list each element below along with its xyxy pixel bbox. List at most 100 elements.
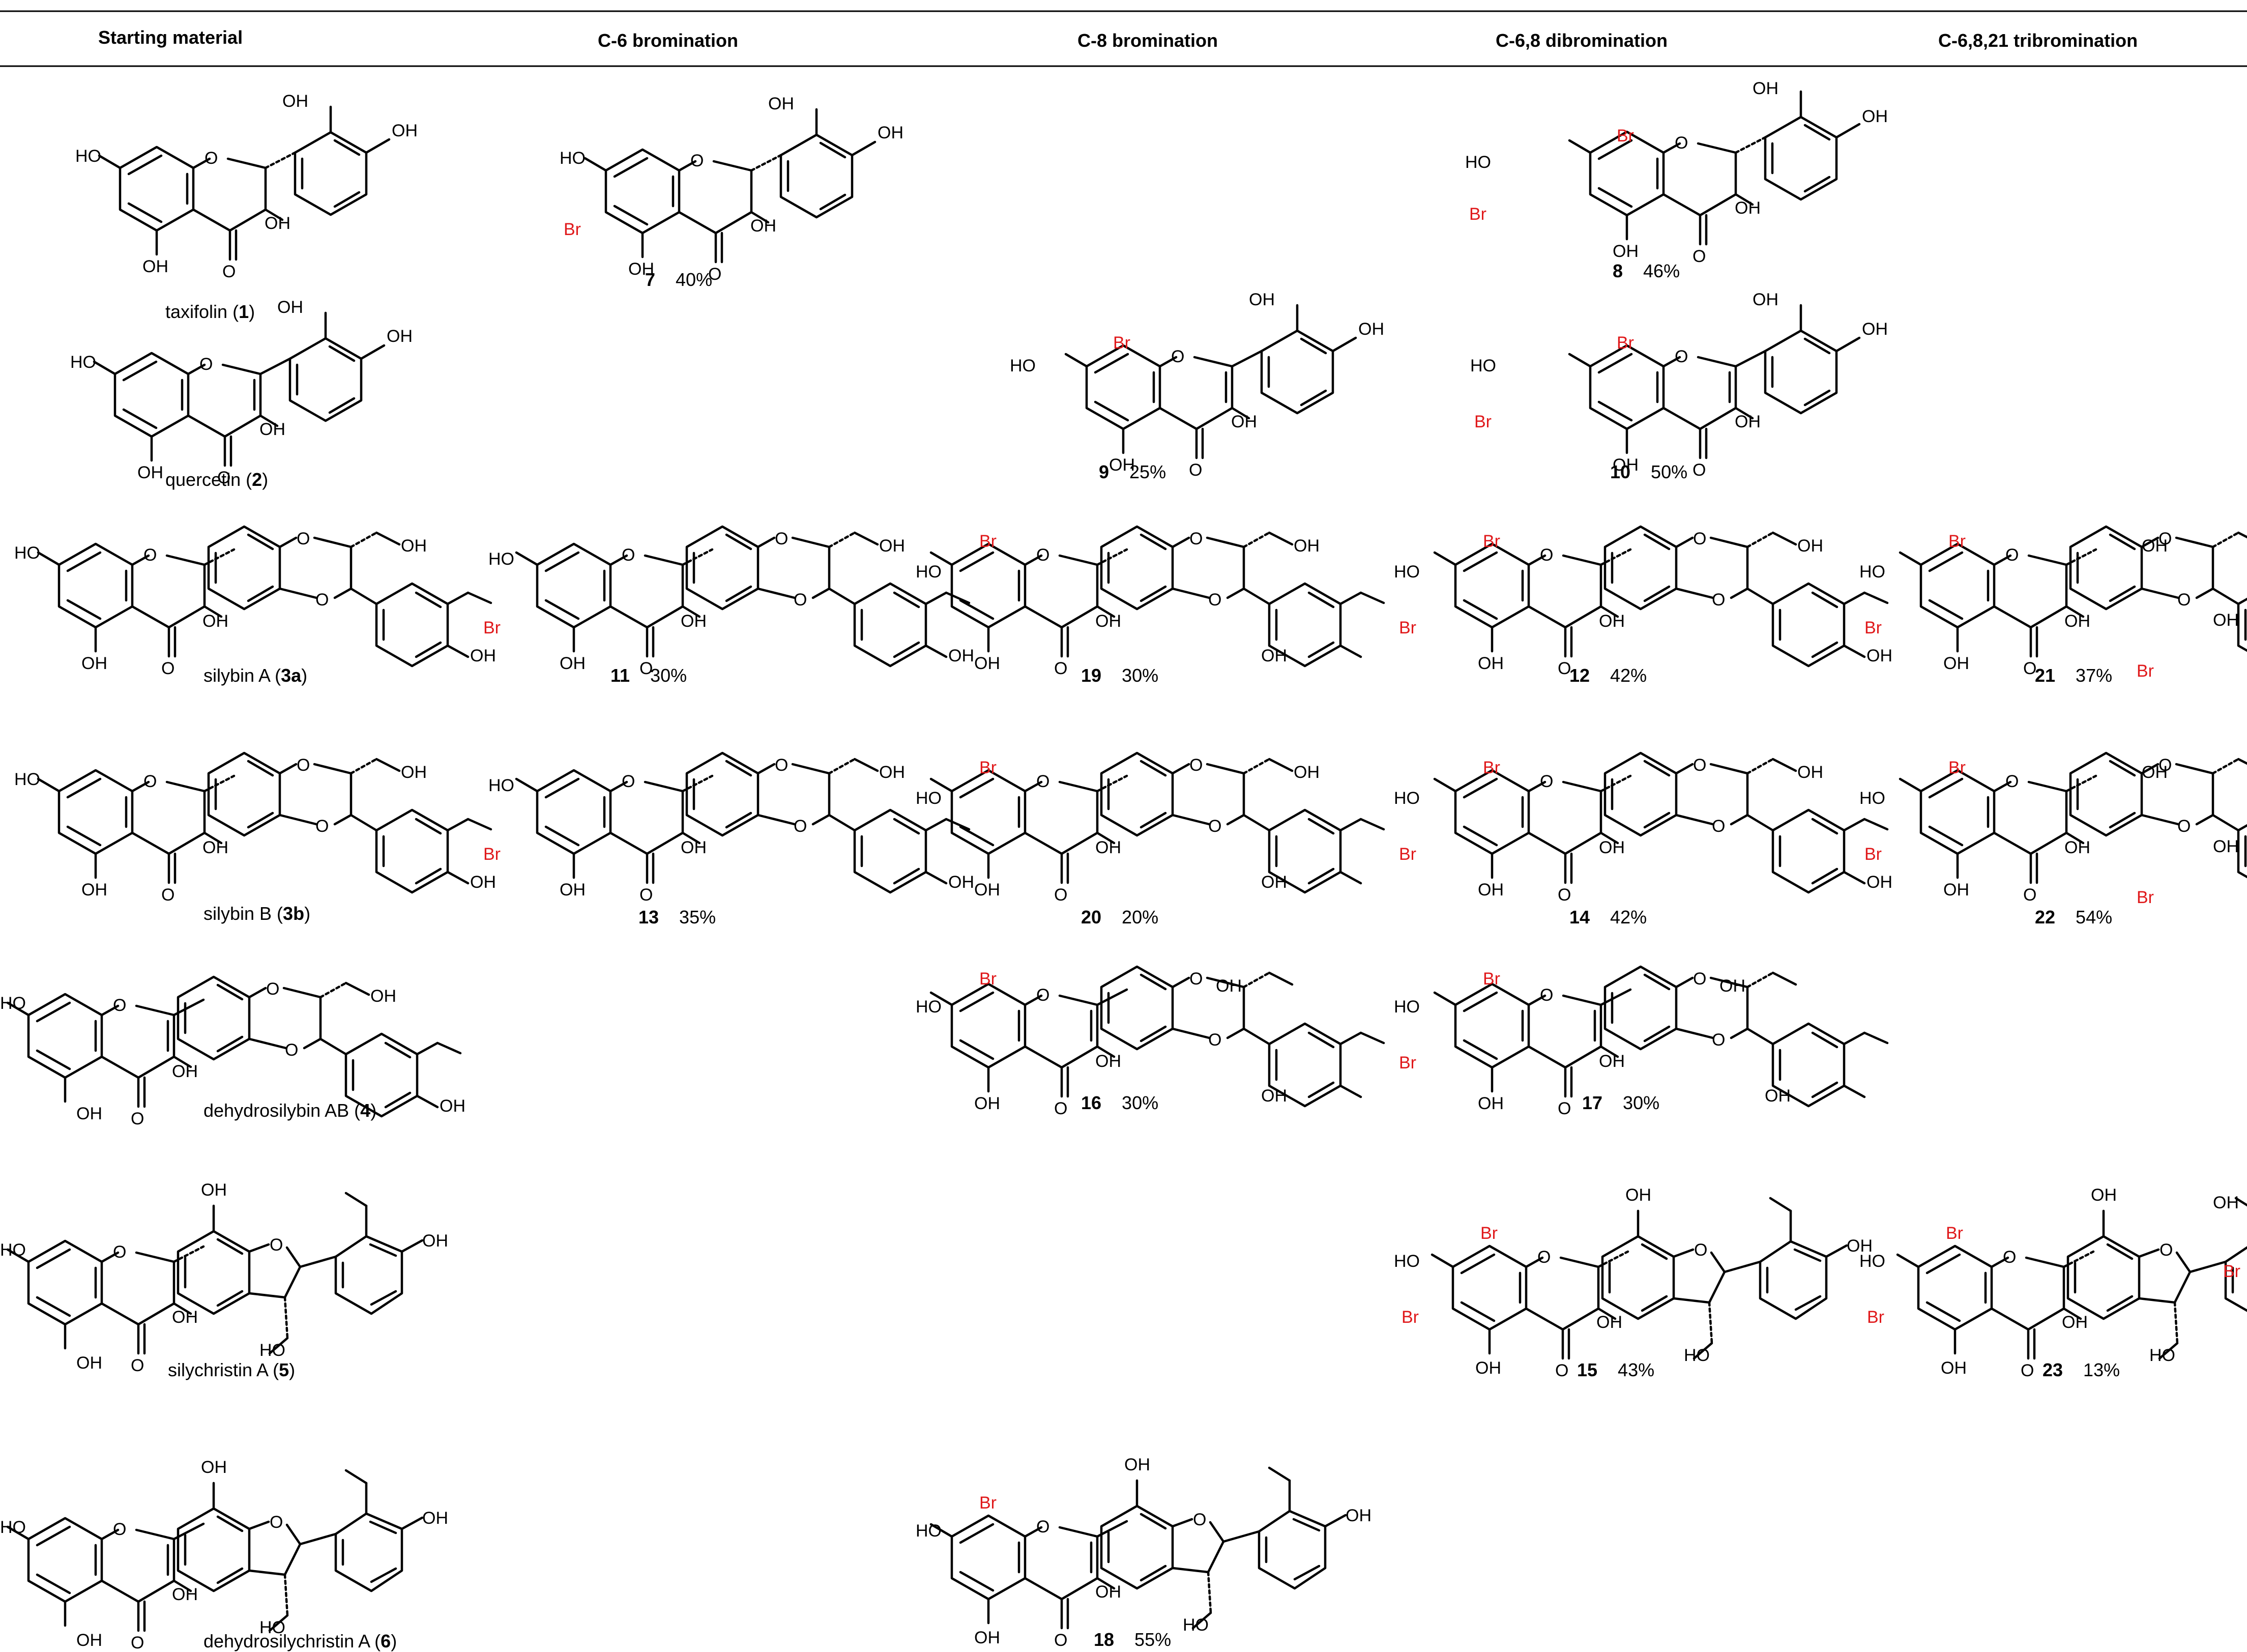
atom-ho: HO — [488, 549, 514, 569]
atom-oh: OH — [1124, 1455, 1150, 1474]
atom-ho: HO — [14, 770, 40, 789]
atom-ho: HO — [1394, 997, 1420, 1017]
structure-quercetin: OH OH HO O OH O OH — [70, 298, 413, 487]
start-label: quercetin (2) — [165, 469, 268, 490]
structure-taxifolin: OH OH HO O OH O OH — [75, 92, 418, 281]
atom-oh: OH — [681, 838, 707, 857]
atom-oh: OH — [392, 121, 418, 140]
atom-ho: HO — [1465, 153, 1491, 172]
atom-ho: HO — [14, 543, 40, 563]
atom-oh: OH — [1261, 1086, 1287, 1106]
atom-o: O — [1693, 969, 1706, 989]
atom-oh: OH — [1478, 1094, 1504, 1113]
atom-oh: OH — [370, 987, 396, 1006]
atom-o: O — [775, 529, 788, 548]
atom-o: O — [1692, 247, 1706, 266]
atom-o: O — [622, 772, 635, 791]
atom-o: O — [161, 885, 174, 905]
atom-oh: OH — [1719, 976, 1745, 996]
atom-o: O — [2023, 885, 2036, 905]
atom-o: O — [1171, 347, 1184, 366]
atom-o: O — [1054, 659, 1067, 678]
atom-o: O — [113, 996, 126, 1015]
atom-oh: OH — [81, 880, 107, 900]
atom-oh: OH — [1095, 838, 1121, 857]
atom-o: O — [1693, 529, 1706, 548]
atom-oh: OH — [1753, 79, 1778, 98]
atom-br: Br — [1864, 618, 1882, 637]
atom-ho: HO — [1859, 789, 1885, 808]
atom-oh: OH — [2091, 1185, 2117, 1205]
atom-o: O — [775, 756, 788, 775]
structure-silybin-a: HO O OH O OH O O OH OH — [14, 527, 496, 678]
atom-o: O — [2177, 817, 2191, 836]
atom-o: O — [113, 1520, 126, 1539]
atom-br: Br — [1864, 845, 1882, 864]
atom-o: O — [1208, 817, 1221, 836]
atom-br: Br — [979, 1493, 997, 1513]
atom-oh: OH — [750, 216, 776, 236]
atom-ho: HO — [1859, 1252, 1885, 1271]
atom-oh: OH — [2213, 611, 2239, 630]
atom-oh: OH — [974, 1094, 1000, 1113]
atom-oh: OH — [1599, 612, 1625, 631]
atom-o: O — [1692, 460, 1706, 480]
atom-o: O — [2177, 590, 2191, 610]
atom-ho: HO — [916, 789, 942, 808]
atom-oh: OH — [974, 1628, 1000, 1647]
atom-ho: HO — [259, 1618, 285, 1637]
atom-o: O — [1540, 772, 1553, 791]
structure-8: OH OH Br HO Br O OH O OH — [1465, 79, 1888, 266]
atom-o: O — [199, 355, 213, 374]
atom-ho: HO — [70, 353, 96, 372]
atom-o: O — [1054, 1631, 1067, 1650]
atom-oh: OH — [1613, 242, 1639, 261]
atom-oh: OH — [1095, 1052, 1121, 1071]
atom-o: O — [1208, 1030, 1221, 1050]
atom-ho: HO — [1010, 356, 1036, 375]
atom-oh: OH — [201, 1458, 227, 1477]
atom-oh: OH — [137, 463, 163, 482]
atom-oh: OH — [1358, 320, 1384, 339]
atom-br: Br — [1948, 532, 1966, 551]
atom-o: O — [1712, 1030, 1725, 1050]
atom-o: O — [285, 1040, 298, 1060]
header-c8: C-8 bromination — [1077, 30, 1218, 51]
atom-o: O — [1675, 347, 1688, 366]
atom-oh: OH — [440, 1096, 465, 1116]
atom-oh: OH — [628, 259, 654, 279]
atom-o: O — [131, 1109, 144, 1128]
atom-o: O — [143, 545, 157, 565]
atom-ho: HO — [1183, 1615, 1209, 1635]
atom-ho: HO — [1470, 356, 1496, 375]
atom-oh: OH — [2213, 1193, 2239, 1212]
atom-br: Br — [1617, 333, 1634, 353]
atom-o: O — [1540, 545, 1553, 565]
header-starting-material: Starting material — [98, 27, 243, 48]
structure-13: HO Br O OH O OH O O OH OH — [483, 753, 974, 905]
atom-br: Br — [1399, 1053, 1416, 1073]
atom-o: O — [1537, 1248, 1551, 1267]
atom-o: O — [217, 468, 230, 487]
atom-ho: HO — [0, 994, 26, 1013]
atom-oh: OH — [76, 1631, 102, 1650]
structure-9: OH OH Br HO O OH O OH — [1010, 290, 1384, 480]
structure-silybin-b: HO O OH O OH O O OH OH — [14, 753, 496, 905]
atom-oh: OH — [282, 92, 308, 111]
atom-br: Br — [1474, 412, 1492, 431]
atom-br: Br — [1867, 1308, 1884, 1327]
atom-oh: OH — [2142, 536, 2168, 556]
structure-16: Br HO O OH O OH O O OH OH — [916, 967, 1384, 1118]
atom-oh: OH — [681, 612, 707, 631]
atom-oh: OH — [1478, 654, 1504, 673]
atom-o: O — [690, 151, 704, 170]
atom-o: O — [131, 1356, 144, 1375]
atom-oh: OH — [1294, 536, 1320, 556]
atom-oh: OH — [1735, 198, 1761, 218]
atom-br: Br — [1483, 758, 1500, 777]
